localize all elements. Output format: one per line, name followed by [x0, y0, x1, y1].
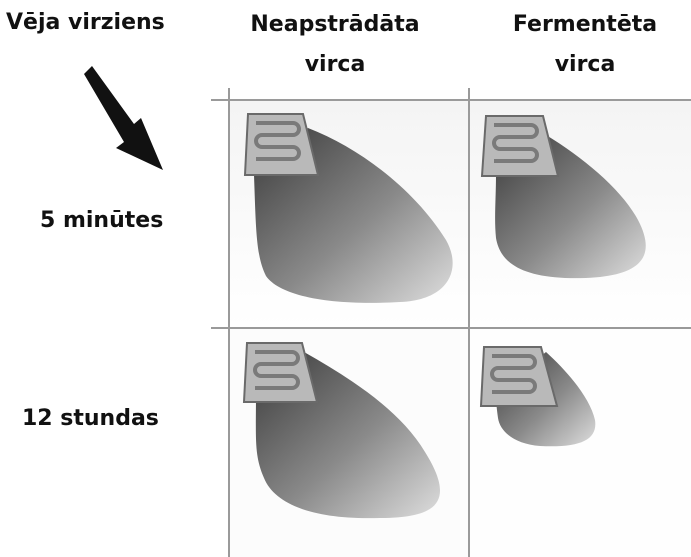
wind-arrow-icon	[84, 66, 163, 170]
